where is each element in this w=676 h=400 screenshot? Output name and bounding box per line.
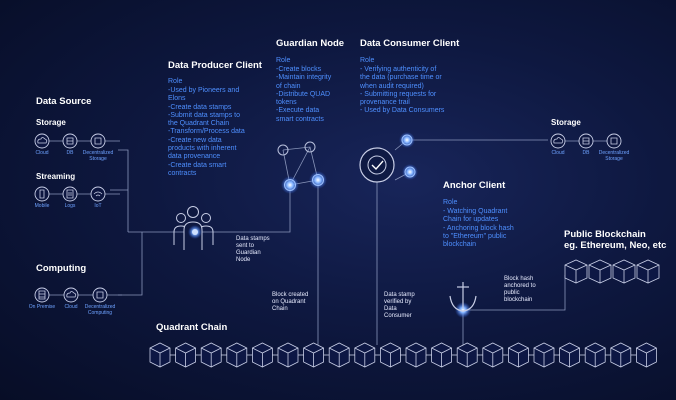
consumer-node-cluster: [359, 132, 418, 183]
decentralized-computing-icon: [92, 287, 108, 303]
public-blockchain-cubes: [564, 259, 660, 284]
note-stamp-verified: Data stamp verified by Data Consumer: [384, 292, 415, 319]
note-block-created: Block created on Quadrant Chain: [272, 292, 309, 312]
chain-block: [328, 342, 355, 368]
chain-block: [482, 342, 509, 368]
consumer-storage-label: DB: [582, 150, 590, 156]
database-icon: [578, 133, 594, 149]
chain-block: [559, 342, 586, 368]
database-icon: [62, 133, 78, 149]
connector-producer-to-guardian: [195, 185, 291, 233]
chain-block: [508, 342, 534, 368]
public-chain-cube: [636, 259, 660, 284]
streaming-label: Mobile: [34, 203, 50, 209]
anchor-role-text: - Watching Quadrant Chain for updates - …: [443, 208, 514, 249]
consumer-title: Data Consumer Client: [360, 38, 460, 49]
anchor-role-heading: Role: [443, 199, 458, 206]
computing-title: Computing: [36, 263, 87, 274]
public-chain-cube: [588, 259, 612, 284]
guardian-node-plain-1: [277, 144, 289, 156]
decentralized-storage-icon: [606, 133, 622, 149]
chain-block: [303, 342, 330, 368]
chain-block: [200, 342, 227, 368]
streaming-title: Streaming: [36, 172, 76, 181]
guardian-role-text: -Create blocks -Maintain integrity of ch…: [276, 66, 332, 123]
chain-block: [252, 342, 278, 368]
chain-block: [175, 342, 202, 368]
streaming-label: Logs: [64, 203, 76, 209]
decentralized-storage-icon: [90, 133, 106, 149]
quadrant-chain-blocks: [149, 342, 657, 368]
chain-block: [405, 342, 432, 368]
computing-label: On Premise: [28, 304, 56, 310]
checkmark-icon: [371, 160, 384, 171]
cloud-icon: [550, 133, 566, 149]
chain-block: [431, 342, 458, 368]
connector-computing: [118, 232, 143, 296]
producer-role-text: -Used by Pioneers and Elons -Create data…: [168, 87, 245, 177]
guardian-node-active-1: [281, 176, 299, 194]
consumer-role-heading: Role: [360, 57, 375, 64]
consumer-role-text: - Verifying authenticity of the data (pu…: [360, 66, 445, 115]
chain-block: [380, 342, 406, 368]
consumer-node-active-2: [402, 164, 418, 180]
anchor-to-public-chain: [463, 275, 566, 311]
mobile-icon: [34, 186, 50, 202]
streaming-label: IoT: [94, 203, 102, 209]
note-hash-anchored: Block hash anchored to public blockchain: [504, 276, 536, 303]
computing-label: Decentralized Computing: [84, 304, 116, 316]
note-stamps-sent: Data stamps sent to Guardian Node: [236, 236, 270, 263]
chain-block: [277, 342, 304, 368]
producer-title: Data Producer Client: [168, 60, 262, 71]
guardian-node-active-2: [309, 171, 327, 189]
guardian-role-heading: Role: [276, 57, 291, 64]
public-chain-cube: [564, 259, 588, 284]
chain-block: [226, 342, 253, 368]
computing-label: Cloud: [64, 304, 78, 310]
chain-block: [149, 342, 176, 368]
cloud-icon: [34, 133, 50, 149]
public-blockchain-title: Public Blockchain eg. Ethereum, Neo, etc: [564, 229, 667, 251]
consumer-hub: [359, 147, 395, 183]
chain-block: [354, 342, 381, 368]
anchor-title: Anchor Client: [443, 180, 506, 191]
chain-block: [456, 342, 483, 368]
anchor-icon: [449, 282, 477, 318]
consumer-storage-title: Storage: [551, 118, 581, 127]
chain-block: [610, 342, 637, 368]
consumer-storage-label: Cloud: [551, 150, 565, 156]
quadrant-chain-title: Quadrant Chain: [156, 322, 228, 333]
storage-label: DB: [66, 150, 74, 156]
chain-block: [636, 342, 657, 368]
chain-block: [584, 342, 611, 368]
public-chain-cube: [612, 259, 636, 284]
users-group-icon: [173, 206, 214, 250]
iot-icon: [90, 186, 106, 202]
logs-icon: [62, 186, 78, 202]
guardian-title: Guardian Node: [276, 38, 345, 49]
server-icon: [34, 287, 50, 303]
cloud-icon: [63, 287, 79, 303]
data-source-title: Data Source: [36, 96, 92, 107]
storage-title: Storage: [36, 118, 66, 127]
storage-label: Cloud: [35, 150, 49, 156]
consumer-storage-label: Decentralized Storage: [598, 150, 630, 162]
storage-label: Decentralized Storage: [82, 150, 114, 162]
guardian-node-plain-2: [304, 141, 316, 153]
producer-role-heading: Role: [168, 78, 183, 85]
consumer-node-active-1: [399, 132, 415, 148]
connector-storage: [118, 149, 129, 232]
guardian-node-cluster: [277, 141, 327, 194]
chain-block: [533, 342, 560, 368]
